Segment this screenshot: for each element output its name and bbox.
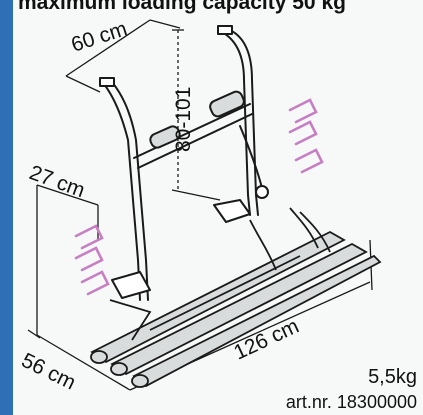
holder-claw-icon [74, 98, 324, 296]
dimension-width-top-label: 60 cm [68, 17, 129, 57]
weight-label: 5,5kg [368, 366, 417, 388]
dimension-width-base-label: 56 cm [18, 349, 79, 395]
article-number-label: art.nr. 18300000 [285, 392, 417, 412]
left-accent-bar [0, 0, 13, 415]
dimension-height-label: 80-101 [172, 87, 195, 152]
dimension-depth-label: 27 cm [26, 161, 88, 202]
carrier-rails [90, 207, 382, 388]
carrier-frame [99, 25, 269, 301]
top-caption: maximum loading capacity 50 kg [18, 0, 346, 14]
